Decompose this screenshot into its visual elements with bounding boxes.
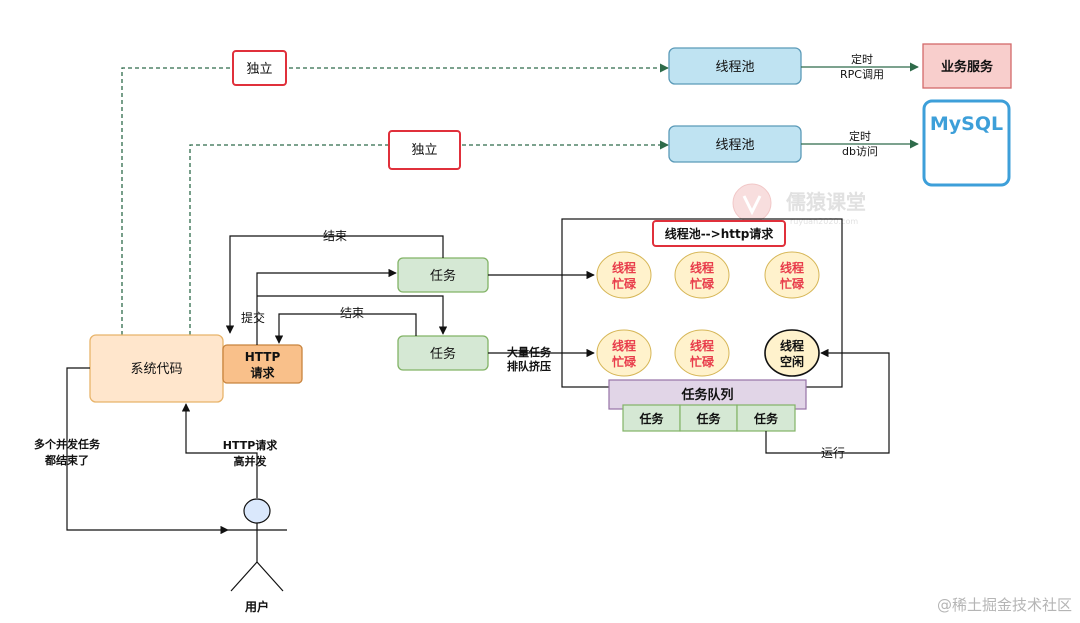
run-label: 运行 — [821, 446, 845, 460]
busy-thread-label-1: 线程 — [780, 260, 804, 275]
task-box-mid: 任务 — [397, 335, 489, 371]
busy-thread-label-1: 线程 — [612, 338, 636, 353]
watermark-logo: 儒猿课堂 ruyuan2020.com — [732, 183, 866, 226]
dashed-flow-mid — [189, 140, 669, 335]
queue-item-label: 任务 — [695, 411, 721, 426]
dashed-flow-top — [121, 63, 669, 335]
busy-thread-label-2: 忙碌 — [612, 354, 637, 369]
watermark-en: ruyuan2020.com — [790, 217, 858, 226]
thread-pool-mid-label: 线程池 — [715, 138, 754, 153]
footer-watermark: @稀土掘金技术社区 — [937, 596, 1072, 614]
concurrent-done-label-1: 多个并发任务 — [34, 437, 101, 451]
busy-thread-label-1: 线程 — [690, 338, 714, 353]
pool-title-box: 线程池-->http请求 — [652, 220, 786, 247]
thread-pool-top-label: 线程池 — [715, 60, 754, 75]
submit-label: 提交 — [241, 310, 265, 325]
http-request-label-2: 请求 — [250, 365, 275, 380]
busy-thread: 线程 忙碌 — [674, 329, 730, 377]
http-high-concurrency-arrow — [181, 403, 258, 498]
idle-thread-label-2: 空闲 — [780, 354, 804, 369]
user-label: 用户 — [244, 599, 269, 614]
task-mid-label: 任务 — [430, 346, 456, 362]
business-service-box: 业务服务 — [922, 43, 1012, 89]
http-request-label-1: HTTP — [245, 350, 281, 364]
concurrent-done-label-2: 都结束了 — [44, 453, 89, 467]
busy-thread: 线程 忙碌 — [674, 251, 730, 299]
run-arrow — [765, 348, 890, 454]
task-top-label: 任务 — [430, 268, 456, 284]
busy-thread: 线程 忙碌 — [764, 251, 820, 299]
end-label-top: 结束 — [323, 229, 347, 243]
end-arrow-top — [225, 235, 444, 334]
timer-rpc-label-2: RPC调用 — [840, 68, 884, 81]
http-high-label-2: 高并发 — [234, 454, 268, 468]
submit-to-task-mid — [257, 295, 448, 335]
user-figure — [228, 498, 287, 592]
busy-thread-label-1: 线程 — [612, 260, 636, 275]
queue-item-label: 任务 — [638, 411, 664, 426]
queue-item: 任务 — [679, 404, 738, 432]
independent-label-mid: 独立 — [411, 143, 437, 158]
task-box-top: 任务 — [397, 257, 489, 293]
http-request-box: HTTP 请求 — [222, 344, 303, 384]
timer-db-label-2: db访问 — [842, 145, 878, 158]
independent-label-top: 独立 — [246, 62, 272, 77]
submit-to-task-top — [256, 268, 397, 345]
idle-thread-label-1: 线程 — [780, 338, 804, 353]
thread-pool-top: 线程池 — [668, 47, 802, 85]
system-code-box: 系统代码 — [89, 334, 224, 403]
timer-db-label-1: 定时 — [849, 129, 871, 143]
independent-box-mid: 独立 — [388, 130, 461, 170]
busy-thread-label-2: 忙碌 — [690, 276, 715, 291]
task-queue-label: 任务队列 — [680, 387, 733, 403]
mysql-label: MySQL — [930, 113, 1003, 135]
thread-pool-mid: 线程池 — [668, 125, 802, 163]
busy-thread: 线程 忙碌 — [596, 251, 652, 299]
end-label-mid: 结束 — [340, 306, 364, 320]
busy-thread-label-2: 忙碌 — [612, 276, 637, 291]
busy-thread-label-2: 忙碌 — [780, 276, 805, 291]
queue-item-label: 任务 — [753, 411, 779, 426]
business-service-label: 业务服务 — [941, 59, 994, 75]
queue-item: 任务 — [622, 404, 681, 432]
massive-tasks-label-1: 大量任务 — [507, 345, 552, 359]
timer-rpc-label-1: 定时 — [851, 52, 873, 66]
concurrent-done-arrow — [66, 367, 229, 535]
massive-tasks-label-2: 排队挤压 — [507, 359, 551, 373]
mysql-box: MySQL — [922, 99, 1011, 187]
pool-title-label: 线程池-->http请求 — [665, 226, 775, 241]
idle-thread: 线程 空闲 — [764, 329, 820, 377]
busy-thread: 线程 忙碌 — [596, 329, 652, 377]
system-code-label: 系统代码 — [130, 362, 182, 377]
busy-thread-label-1: 线程 — [690, 260, 714, 275]
busy-thread-label-2: 忙碌 — [690, 354, 715, 369]
end-arrow-mid — [274, 313, 417, 344]
independent-box-top: 独立 — [232, 50, 287, 86]
watermark-cn: 儒猿课堂 — [786, 190, 866, 214]
queue-item: 任务 — [736, 404, 796, 432]
http-high-label-1: HTTP请求 — [223, 438, 279, 452]
